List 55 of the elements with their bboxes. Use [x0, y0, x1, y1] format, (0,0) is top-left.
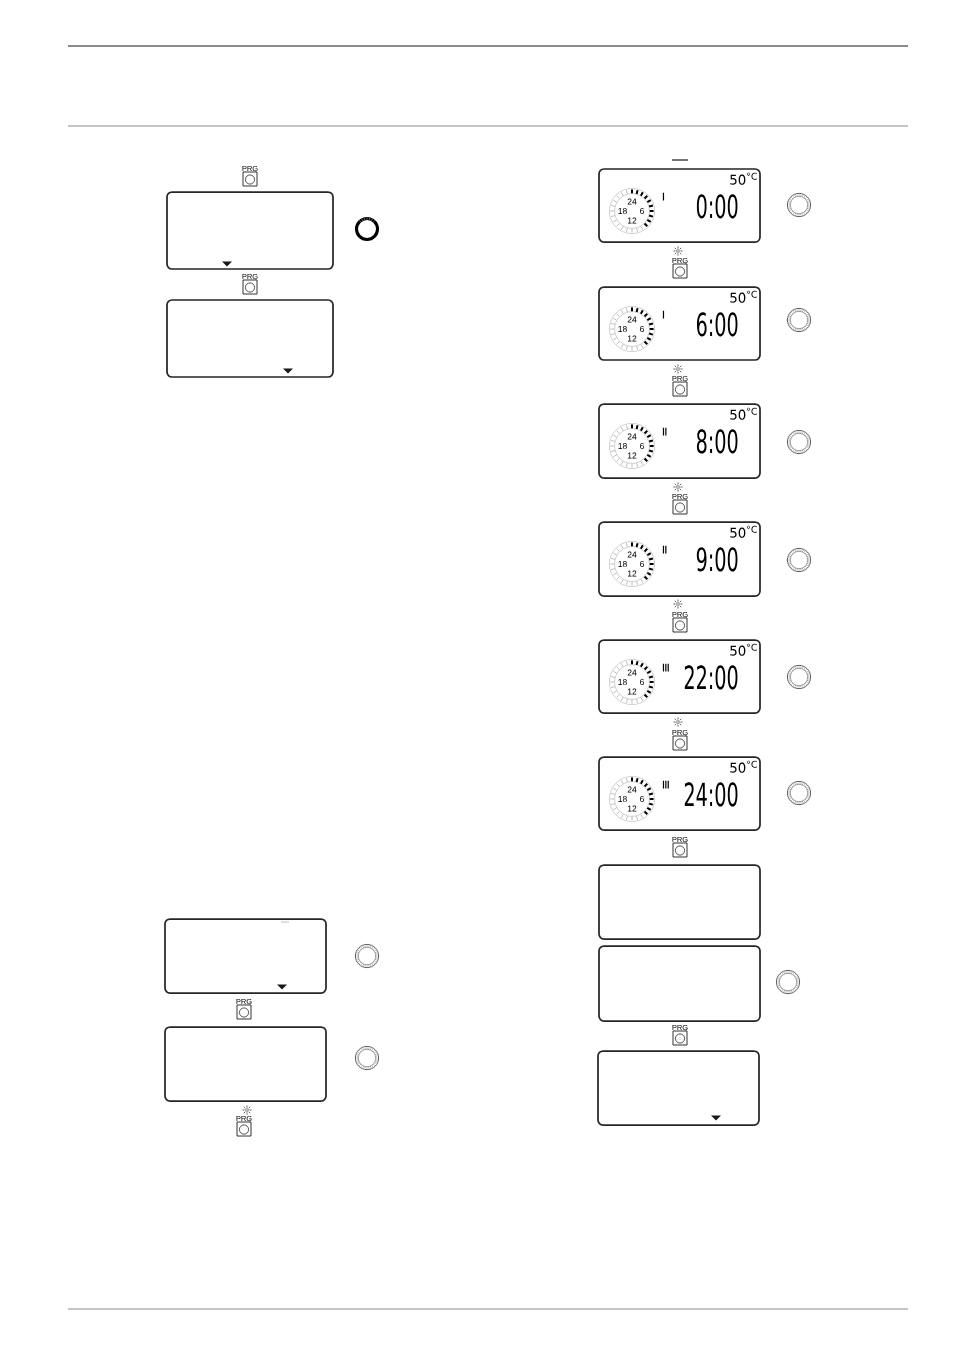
program-numeral: III — [662, 663, 669, 672]
lcd-display — [598, 756, 761, 831]
dial-number: 6 — [640, 561, 644, 568]
program-numeral: II — [662, 545, 667, 554]
time-reading: 24:00 — [684, 782, 738, 807]
dial-number: 18 — [618, 208, 627, 215]
lcd-display — [166, 299, 334, 378]
dial-number: 18 — [618, 796, 627, 803]
dial-number: 12 — [627, 688, 637, 695]
dial-number: 24 — [627, 669, 637, 676]
dial-number: 12 — [627, 570, 637, 577]
lcd-display — [166, 191, 334, 270]
program-numeral: I — [662, 192, 665, 201]
time-reading: 9:00 — [696, 547, 738, 572]
dial-number: 6 — [640, 326, 644, 333]
dial-number: 24 — [627, 786, 637, 793]
dial-number: 24 — [627, 198, 637, 205]
dial-number: 24 — [627, 433, 637, 440]
dial-number: 12 — [627, 335, 637, 342]
lcd-display — [598, 286, 761, 361]
lcd-display — [598, 168, 761, 243]
lcd-display — [597, 1050, 760, 1126]
time-reading: 22:00 — [684, 665, 738, 690]
temperature-reading: 50$^{°C}$ — [730, 525, 757, 538]
temperature-reading: 50$^{°C}$ — [730, 172, 757, 185]
lcd-display — [598, 945, 761, 1022]
temperature-reading: 50$^{°C}$ — [730, 643, 757, 656]
dial-number: 6 — [640, 208, 644, 215]
dial-number: 12 — [627, 805, 637, 812]
dial-number: 24 — [627, 551, 637, 558]
dial-number: 6 — [640, 443, 644, 450]
lcd-display — [598, 639, 761, 714]
lcd-display — [164, 1026, 327, 1102]
lcd-display — [598, 864, 761, 940]
temperature-reading: 50$^{°C}$ — [730, 407, 757, 420]
temperature-reading: 50$^{°C}$ — [730, 760, 757, 773]
program-numeral: II — [662, 427, 667, 436]
program-numeral: III — [662, 780, 669, 789]
dial-number: 12 — [627, 452, 637, 459]
dial-number: 18 — [618, 679, 627, 686]
time-reading: 0:00 — [696, 194, 738, 219]
dial-number: 12 — [627, 217, 637, 224]
program-numeral: I — [662, 310, 665, 319]
dial-number: 18 — [618, 443, 627, 450]
dial-number: 6 — [640, 679, 644, 686]
dial-number: 24 — [627, 316, 637, 323]
time-reading: 6:00 — [696, 312, 738, 337]
time-reading: 8:00 — [696, 429, 738, 454]
dial-number: 6 — [640, 796, 644, 803]
lcd-display — [598, 521, 761, 597]
dial-number: 18 — [618, 326, 627, 333]
lcd-display — [598, 403, 761, 479]
lcd-display — [164, 918, 327, 994]
temperature-reading: 50$^{°C}$ — [730, 290, 757, 303]
dial-number: 18 — [618, 561, 627, 568]
